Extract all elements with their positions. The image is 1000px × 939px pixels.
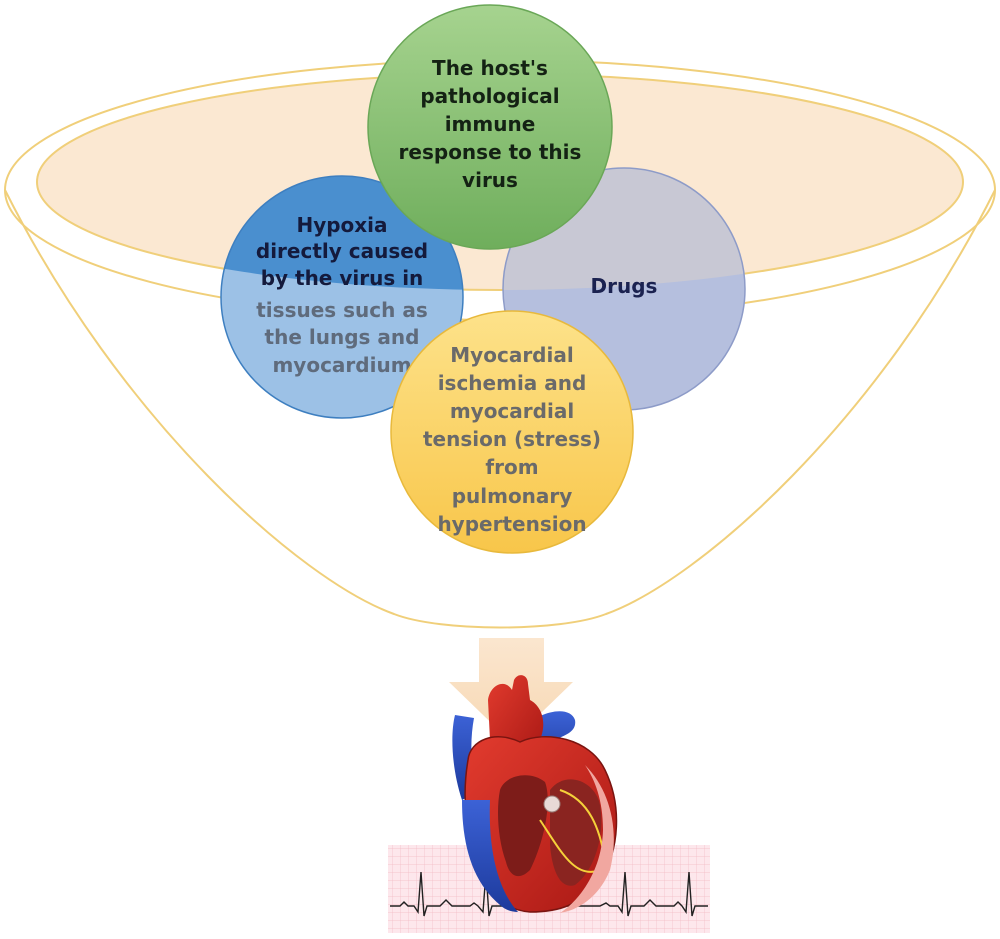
- hypoxia-label: Hypoxia directly caused by the virus in …: [256, 213, 428, 377]
- immune-label-line: pathological: [420, 84, 559, 108]
- ischemia-label-line: tension (stress): [423, 427, 601, 451]
- heart-valve: [543, 795, 561, 813]
- immune-label-line: The host's: [432, 56, 548, 80]
- immune-label-line: virus: [462, 168, 518, 192]
- immune-circle-shape: [367, 4, 613, 250]
- heart-chamber-left: [498, 775, 548, 877]
- ischemia-label-line: from: [485, 455, 538, 479]
- hypoxia-label-line: by the virus in: [261, 266, 424, 290]
- hypoxia-label-line: directly caused: [256, 239, 428, 263]
- ischemia-label-line: myocardial: [450, 399, 574, 423]
- circle-immune-response: The host's pathological immune response …: [367, 4, 613, 250]
- ischemia-label-line: ischemia and: [438, 371, 587, 395]
- circle-hypoxia: Hypoxia directly caused by the virus in …: [220, 175, 464, 419]
- ischemia-circle-shape: [390, 310, 634, 554]
- hypoxia-label-line: myocardium: [272, 353, 411, 377]
- hypoxia-circle-overlap: [221, 176, 463, 290]
- hypoxia-circle-border: [220, 175, 464, 419]
- immune-label: The host's pathological immune response …: [399, 56, 582, 192]
- ischemia-label-line: pulmonary: [452, 484, 573, 508]
- hypoxia-label-line: tissues such as: [256, 298, 428, 322]
- funnel-body: [4, 189, 996, 629]
- immune-label-line: immune: [445, 112, 536, 136]
- hypoxia-label-line: the lungs and: [265, 325, 420, 349]
- drugs-label: Drugs: [591, 274, 658, 298]
- ischemia-label-line: Myocardial: [450, 343, 573, 367]
- circle-myocardial-ischemia: Myocardial ischemia and myocardial tensi…: [390, 310, 634, 554]
- heart-right-ventricle: [462, 800, 518, 912]
- ischemia-label: Myocardial ischemia and myocardial tensi…: [423, 343, 601, 536]
- hypoxia-label-line: Hypoxia: [296, 213, 387, 237]
- heart-wall: [560, 765, 614, 913]
- heart-chamber-right: [550, 779, 602, 886]
- ischemia-label-line: hypertension: [437, 512, 586, 536]
- heart-illustration: [452, 675, 618, 913]
- immune-label-line: response to this: [399, 140, 582, 164]
